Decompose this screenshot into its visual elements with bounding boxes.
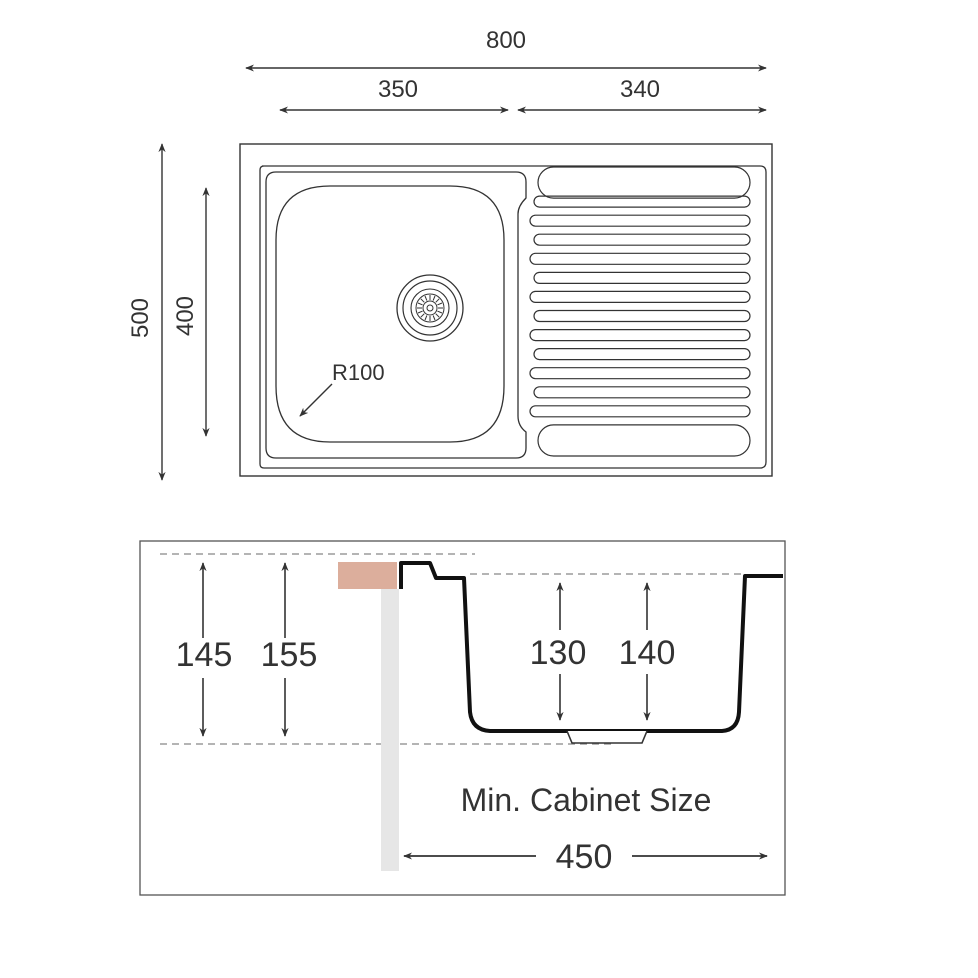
label-total-depth-145: 145 (176, 636, 233, 674)
label-bowl-width: 350 (378, 76, 418, 103)
bowl-outer-edge (265, 171, 527, 459)
sink-inner-deck (259, 165, 767, 469)
drainer-rib (529, 290, 751, 303)
drainer-rib (529, 405, 751, 418)
drainer-rib (529, 367, 751, 380)
label-bowl-depth-130: 130 (530, 634, 587, 672)
section-frame (139, 540, 786, 896)
drainer-rib (533, 233, 751, 246)
cabinet-side-wall (381, 589, 399, 871)
sink-outer-rim (239, 143, 773, 477)
top-view: 800 350 340 500 400 R100 (127, 27, 773, 481)
drainer-rib (533, 348, 751, 361)
label-total-depth-155: 155 (261, 636, 318, 674)
label-overall-depth: 500 (127, 298, 154, 338)
label-bowl-depth: 400 (172, 296, 199, 336)
label-corner-radius: R100 (332, 360, 385, 385)
drainer-rib (529, 252, 751, 265)
drainer-rib (533, 386, 751, 399)
drain-strainer-icon (396, 274, 464, 342)
label-overall-width: 800 (486, 27, 526, 54)
drainer-rib (529, 214, 751, 227)
drainer-rib (533, 271, 751, 284)
bowl-inner-basin (275, 185, 505, 443)
sink-bowl-profile (399, 561, 783, 733)
label-min-cabinet-size: Min. Cabinet Size (461, 782, 712, 818)
drainer-rib (529, 329, 751, 342)
label-drainer-width: 340 (620, 76, 660, 103)
label-cabinet-width: 450 (556, 838, 613, 876)
drain-flange-profile (566, 730, 648, 744)
drainer-rib (537, 166, 751, 199)
section-view: 145 155 130 140 Min. Cabinet Size 450 (139, 540, 786, 896)
drainer-rib (533, 309, 751, 323)
radius-leader-line (299, 383, 333, 417)
drainer-rib (537, 424, 751, 457)
drainer-rib (533, 195, 751, 208)
drainer-ribs (529, 166, 751, 457)
label-bowl-depth-140: 140 (619, 634, 676, 672)
countertop-block (338, 562, 397, 589)
